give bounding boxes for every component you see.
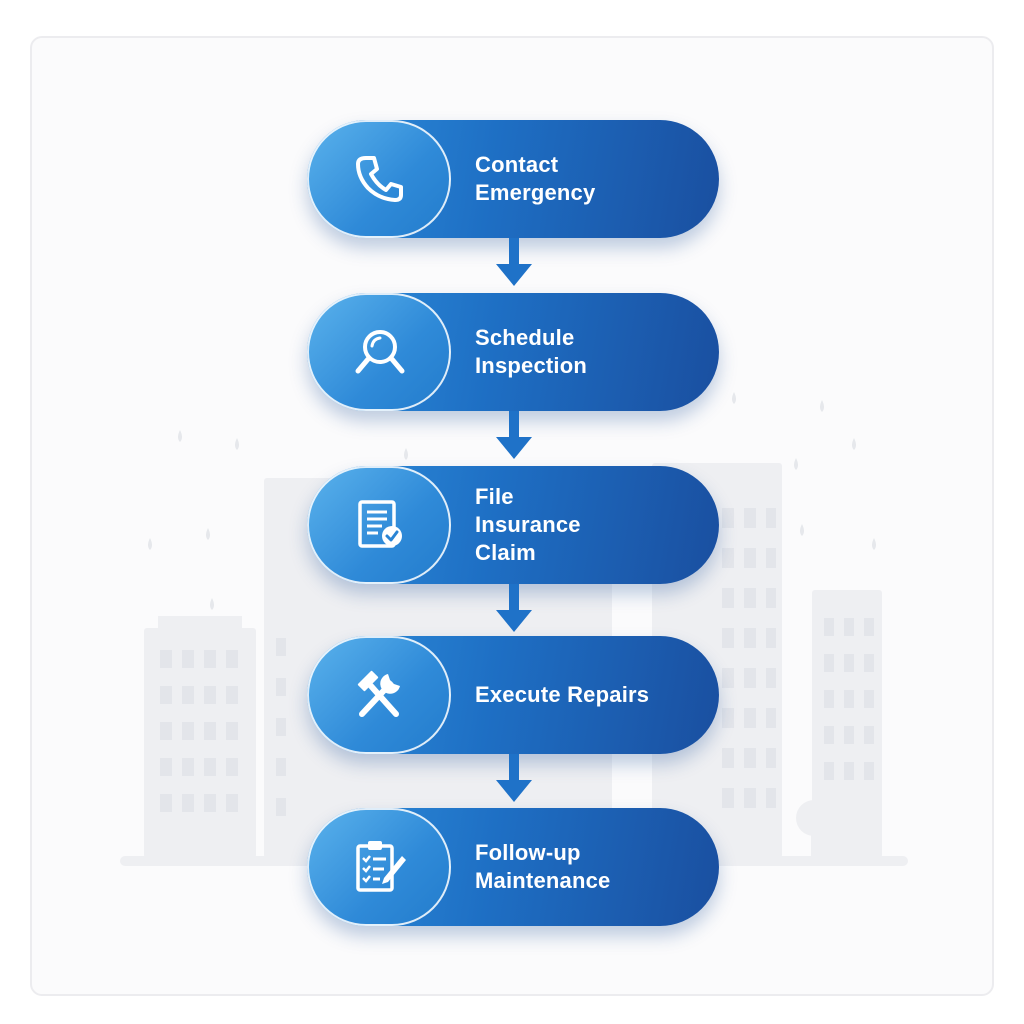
arrow-down-icon [496,754,532,802]
arrow-down-icon [496,411,532,459]
hammer-wrench-icon [357,670,400,717]
step-execute-repairs: Execute Repairs [307,636,719,754]
step-label: Execute Repairs [475,682,650,707]
magnifier-icon [355,330,405,374]
phone-icon [356,156,403,202]
step-label: Schedule Inspection [475,325,588,378]
step-contact-emergency: Contact Emergency [307,120,719,238]
clipboard-pen-icon [356,841,406,892]
document-check-icon [358,500,402,548]
step-icon-badge [307,466,451,584]
step-file-insurance-claim: File Insurance Claim [307,466,719,584]
step-label: File Insurance Claim [475,484,581,565]
arrow-down-icon [496,584,532,632]
step-label: Follow-up Maintenance [475,840,611,893]
step-follow-up-maintenance: Follow-up Maintenance [307,808,719,926]
step-icon-badge [307,636,451,754]
step-schedule-inspection: Schedule Inspection [307,293,719,411]
diagram-frame: Contact Emergency Schedule Inspection [30,36,994,996]
process-flow: Contact Emergency Schedule Inspection [32,38,992,994]
step-icon-badge [307,293,451,411]
arrow-down-icon [496,238,532,286]
step-label: Contact Emergency [475,152,596,205]
step-icon-badge [307,808,451,926]
step-icon-badge [307,120,451,238]
